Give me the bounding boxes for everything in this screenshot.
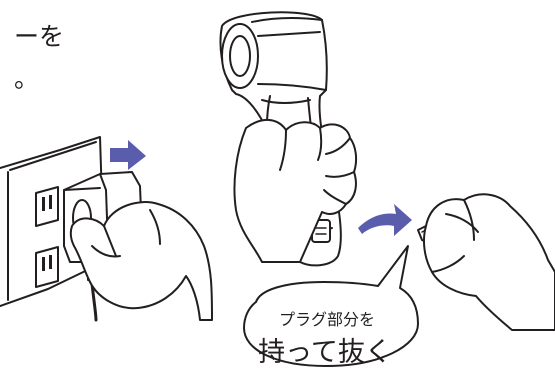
instruction-text-line-1: ーを bbox=[14, 24, 64, 49]
right-arrow-icon bbox=[110, 140, 146, 170]
callout-text-large: 持って抜く bbox=[250, 330, 400, 369]
outlet-socket-lower bbox=[36, 247, 58, 287]
curved-arrow-icon bbox=[358, 204, 412, 236]
outlet-socket-upper bbox=[36, 187, 58, 226]
hand-gripping-adapter bbox=[71, 202, 212, 320]
instruction-text-line-2: 。 bbox=[14, 66, 39, 91]
callout-text-small: プラグ部分を bbox=[258, 306, 396, 330]
hand-pulling-plug bbox=[424, 194, 555, 330]
